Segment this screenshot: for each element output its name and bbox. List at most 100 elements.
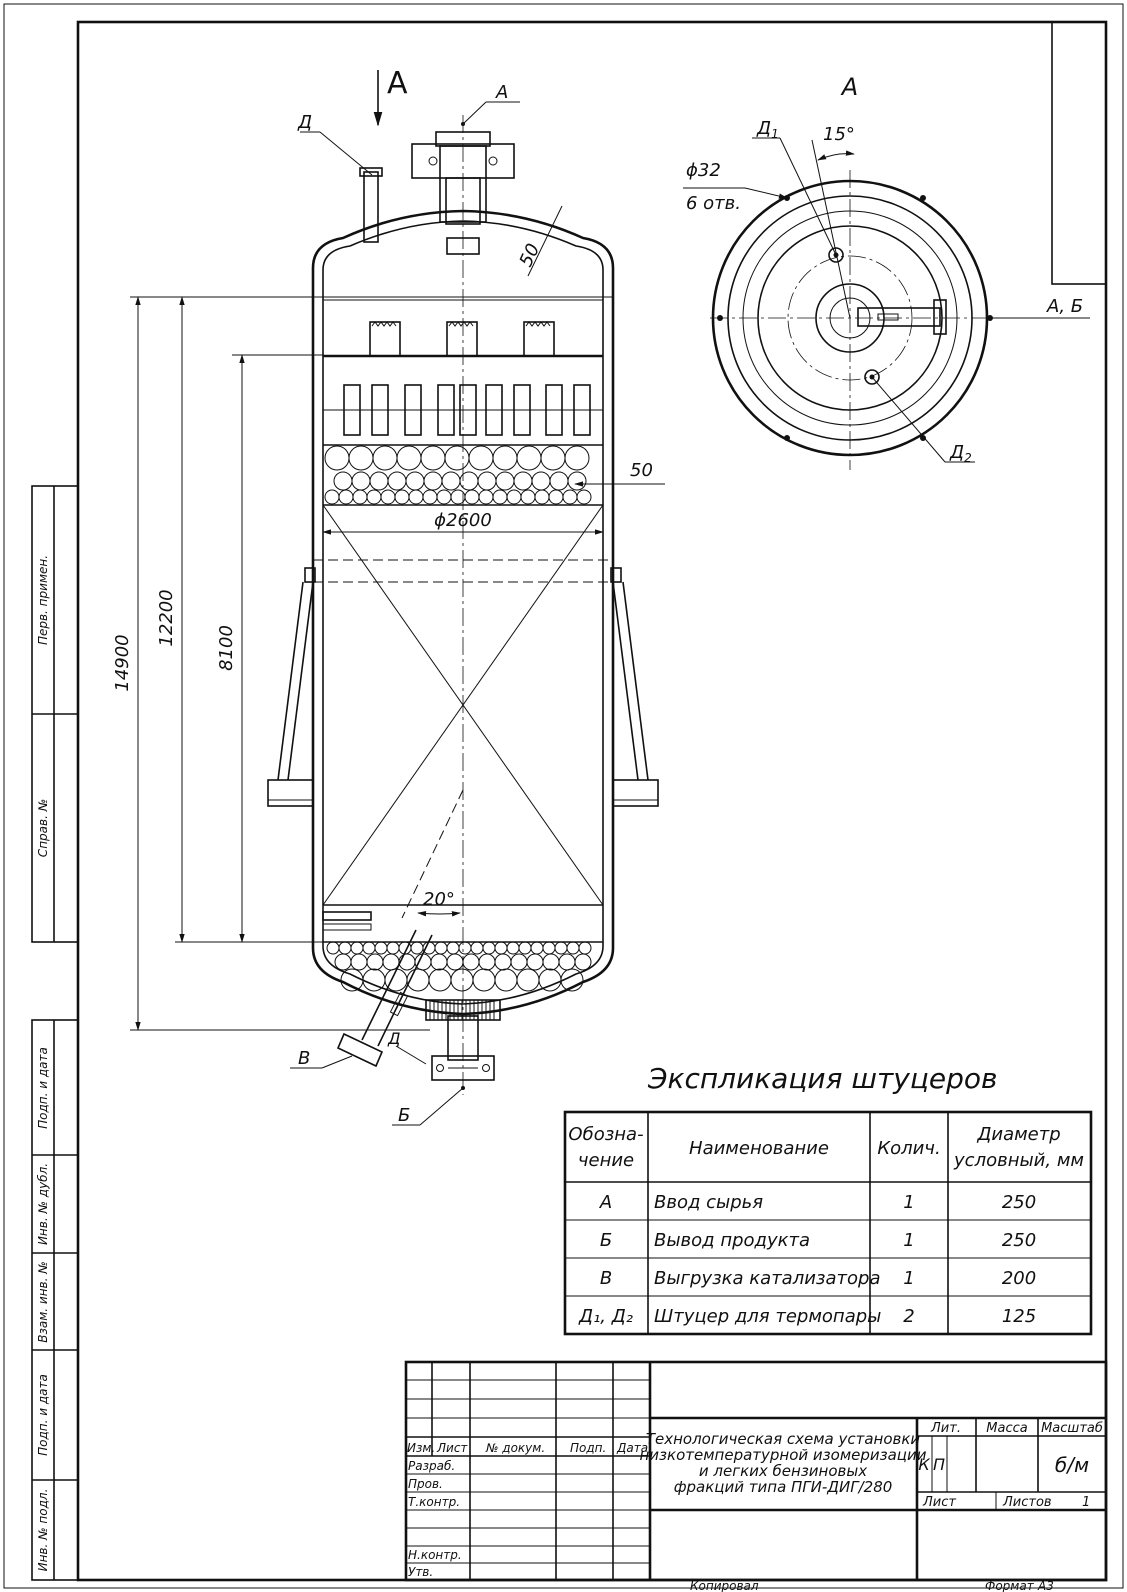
tb-title-l1: Технологическая схема установки	[646, 1430, 921, 1448]
inert-ball	[362, 941, 376, 955]
inert-ball	[434, 941, 448, 955]
inert-ball	[516, 445, 542, 471]
inert-ball	[441, 471, 461, 491]
inert-ball	[510, 953, 528, 971]
leader-labels: А А Д В Д Б	[290, 66, 520, 1126]
inert-ball	[560, 968, 584, 992]
nozzle-b	[431, 1015, 495, 1081]
row-qty: 1	[903, 1268, 914, 1289]
title-block: Изм. Лист № докум. Подп. Дата Разраб. Пр…	[404, 1360, 1108, 1582]
inert-ball	[408, 489, 424, 505]
inert-ball	[554, 941, 568, 955]
row-designation: В	[600, 1268, 612, 1289]
row-name: Вывод продукта	[654, 1230, 810, 1251]
nozzle-v	[336, 929, 433, 1068]
side-stamp: Перв. примен. Справ. № Подп. и дата Инв.…	[31, 485, 79, 1581]
inert-ball	[394, 489, 410, 505]
inert-ball	[366, 489, 382, 505]
inert-ball	[444, 445, 470, 471]
inert-ball	[558, 953, 576, 971]
inert-ball	[446, 953, 464, 971]
inert-ball	[538, 968, 562, 992]
inert-ball	[387, 471, 407, 491]
inert-ball	[350, 941, 364, 955]
inert-ball	[386, 941, 400, 955]
tb-role-prov: Пров.	[408, 1477, 443, 1491]
plan-label-d2-sub: 2	[964, 451, 972, 465]
plan-label-ab: А, Б	[1046, 296, 1083, 317]
plan-hole-dia: ϕ32	[686, 160, 721, 181]
inert-ball	[462, 953, 480, 971]
row-designation: Б	[600, 1230, 612, 1251]
inert-ball	[478, 953, 496, 971]
inert-ball	[531, 471, 551, 491]
footer-format-value: А3	[1037, 1579, 1054, 1592]
inert-ball	[338, 489, 354, 505]
tb-mass-label: Масса	[986, 1421, 1027, 1436]
plan-hole-count: 6 отв.	[686, 193, 741, 214]
inert-ball	[518, 941, 532, 955]
inert-ball	[492, 445, 518, 471]
inert-ball	[470, 941, 484, 955]
inert-ball	[494, 953, 512, 971]
inert-ball	[530, 941, 544, 955]
plan-view-title: А	[840, 73, 858, 101]
inert-ball	[472, 968, 496, 992]
inert-ball	[428, 968, 452, 992]
table-row: Б Вывод продукта 1 250	[600, 1230, 1036, 1251]
bottom-collector	[425, 999, 501, 1021]
inert-ball	[436, 489, 452, 505]
tb-col-podp: Подп.	[570, 1441, 606, 1455]
plan-label-d2-main: Д	[949, 442, 964, 463]
inert-ball	[334, 953, 352, 971]
thermocouple-bottom	[322, 911, 372, 931]
inert-ball	[549, 471, 569, 491]
col-dia-l2: условный, мм	[953, 1150, 1084, 1171]
inert-ball	[520, 489, 536, 505]
inert-ball	[410, 941, 424, 955]
tb-col-izm: Изм.	[407, 1441, 435, 1455]
row-qty: 1	[903, 1192, 914, 1213]
row-name: Ввод сырья	[654, 1192, 763, 1213]
tb-col-data: Дата	[616, 1441, 648, 1455]
tb-title-l2: низкотемпературной изомеризации	[639, 1446, 926, 1464]
tb-role-tkontr: Т.контр.	[408, 1495, 460, 1509]
stamp-label-vzam: Взам. инв. №	[36, 1261, 50, 1342]
row-name: Выгрузка катализатора	[654, 1268, 880, 1289]
inert-ball	[459, 471, 479, 491]
distributor-plate	[323, 299, 603, 358]
stamp-label-perv: Перв. примен.	[36, 555, 50, 645]
inert-ball	[396, 445, 422, 471]
inert-ball	[430, 953, 448, 971]
inert-ball	[398, 953, 416, 971]
inert-ball	[423, 471, 443, 491]
inert-ball	[446, 941, 460, 955]
inert-ball	[540, 445, 566, 471]
dim-total-height: 14900	[112, 634, 133, 691]
nozzle-d-top	[359, 167, 383, 243]
stamp-label-inv-podl: Инв. № подл.	[36, 1489, 50, 1572]
dim-wall: 50	[515, 240, 544, 270]
inert-ball	[450, 968, 474, 992]
explication-table: Экспликация штуцеров Обозна- чение Наиме…	[563, 1062, 1093, 1336]
inert-ball	[382, 953, 400, 971]
tb-title-l4: фракций типа ПГИ-ДИГ/280	[674, 1478, 893, 1496]
tb-lit-label: Лит.	[930, 1421, 961, 1436]
stamp-label-podp2: Подп. и дата	[36, 1374, 50, 1456]
tb-col-doc: № докум.	[485, 1441, 545, 1455]
inert-ball	[326, 941, 340, 955]
inert-ball	[366, 953, 384, 971]
col-designation-l1: Обозна-	[568, 1124, 643, 1145]
inert-ball	[420, 445, 446, 471]
inert-ball	[566, 941, 580, 955]
dim-insulation: 50	[630, 460, 653, 481]
inert-balls-bottom	[326, 941, 592, 992]
label-nozzle-d-bottom: Д	[387, 1029, 401, 1048]
dim-diameter: ϕ2600	[434, 510, 492, 531]
inert-ball	[578, 941, 592, 955]
tb-sheets-value: 1	[1082, 1495, 1090, 1510]
inert-ball	[516, 968, 540, 992]
inert-ball	[478, 489, 494, 505]
inert-ball	[362, 968, 386, 992]
inert-ball	[477, 471, 497, 491]
